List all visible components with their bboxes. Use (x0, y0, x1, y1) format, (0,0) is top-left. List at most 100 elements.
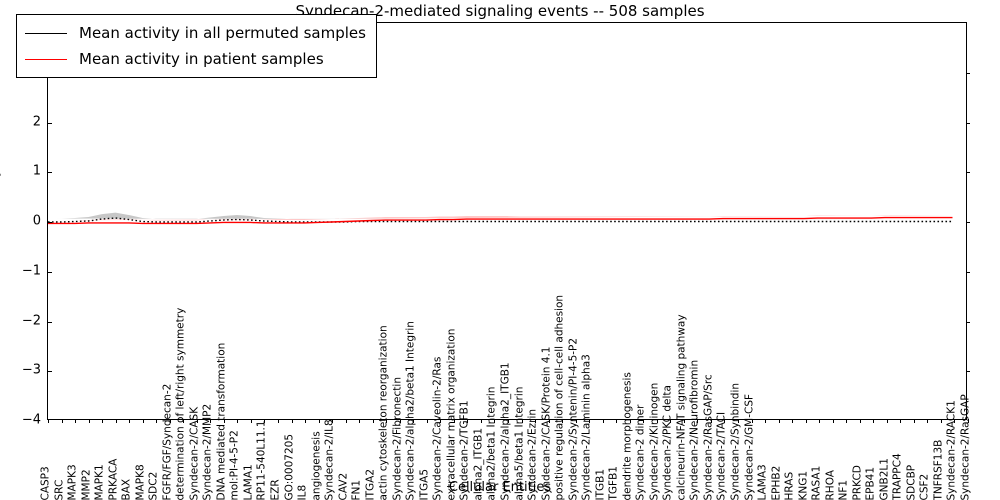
y-tick-label: 2 (32, 114, 41, 129)
x-tick-mark (710, 419, 712, 423)
x-tick-label: EPB41 (864, 466, 877, 500)
x-tick-mark (846, 419, 848, 423)
x-tick-mark (210, 419, 212, 423)
x-tick-label: EZR (269, 478, 282, 500)
legend-item-patient: Mean activity in patient samples (25, 46, 366, 72)
x-tick-mark (656, 419, 658, 423)
x-tick-mark (575, 419, 577, 423)
x-tick-mark (453, 419, 455, 423)
legend: Mean activity in all permuted samples Me… (16, 14, 377, 78)
x-tick-label: LAMA1 (242, 463, 255, 500)
x-tick-mark (535, 419, 537, 423)
x-tick-label: TGFB1 (607, 465, 620, 500)
x-tick-mark (927, 419, 929, 423)
x-tick-mark (683, 419, 685, 423)
x-tick-label: RASA1 (810, 465, 823, 500)
x-tick-mark (562, 419, 564, 423)
x-tick-label: actin cytoskeleton reorganization (377, 324, 390, 500)
x-tick-label: ITGA2 (364, 468, 377, 500)
x-tick-mark (724, 419, 726, 423)
x-tick-label: Syndecan-2/RasGAP/Src (702, 373, 715, 500)
x-tick-mark (278, 419, 279, 423)
y-tick-label: 1 (32, 163, 41, 179)
x-tick-label: FN1 (350, 479, 363, 500)
x-tick-label: MAPK1 (93, 463, 106, 500)
y-tick-label: −4 (21, 412, 41, 428)
x-tick-label: PRKACA (107, 458, 120, 500)
x-tick-label: alpha5/beta1 Integrin (513, 386, 526, 500)
series-confidence-band (48, 212, 953, 220)
x-tick-mark (873, 419, 875, 423)
x-tick-label: dendrite morphogenesis (621, 371, 634, 500)
x-tick-mark (48, 419, 49, 423)
x-tick-mark (305, 419, 307, 423)
series-line (48, 216, 953, 225)
x-tick-label: alpha2/beta1 Integrin (485, 386, 498, 500)
x-tick-label: Syndecan-2/Kininogen (648, 382, 661, 500)
x-tick-mark (88, 419, 90, 423)
x-tick-mark (440, 419, 442, 423)
x-tick-label: MAPK8 (134, 463, 147, 500)
x-tick-mark (480, 419, 482, 423)
y-tick-mark (48, 222, 52, 223)
x-tick-label: mol:PI-4-5-P2 (228, 429, 241, 500)
x-tick-label: SDC2 (147, 471, 160, 500)
x-tick-mark (886, 419, 888, 423)
x-tick-label: Syndecan-2/Caveolin-2/Ras (431, 356, 444, 500)
x-tick-label: KNG1 (797, 470, 810, 500)
x-tick-label: ITGB1 (594, 468, 607, 500)
x-tick-mark (697, 419, 699, 423)
x-tick-label: DNA mediated transformation (215, 342, 228, 500)
x-tick-mark (670, 419, 672, 423)
x-tick-label: GNB2L1 (878, 457, 891, 500)
x-tick-label: Syndecan-2/IL8 (323, 418, 336, 500)
y-tick-mark (966, 222, 970, 223)
x-tick-mark (372, 419, 374, 423)
x-tick-label: NF1 (837, 479, 850, 500)
x-tick-label: FGFR/FGF/Syndecan-2 (161, 383, 174, 500)
x-tick-label: Syndecan-2/Ezrin (526, 408, 539, 500)
y-tick-mark (48, 172, 52, 174)
y-tick-label: −3 (21, 362, 41, 378)
x-tick-label: extracellular matrix organization (445, 328, 458, 500)
x-tick-mark (156, 419, 158, 423)
x-tick-mark (169, 419, 171, 423)
x-tick-mark (616, 419, 618, 423)
x-tick-mark (345, 419, 347, 423)
x-tick-mark (75, 419, 77, 423)
x-tick-label: SRC (53, 479, 66, 500)
x-tick-label: MMP2 (80, 468, 93, 500)
legend-swatch-patient (25, 58, 67, 60)
y-tick-mark (48, 271, 52, 273)
x-tick-mark (900, 419, 902, 423)
x-tick-label: Syndecan-2/Fibronectin (391, 376, 404, 500)
x-tick-mark (102, 419, 104, 423)
x-tick-label: Syndecan-2/GM-CSF (743, 393, 756, 500)
x-tick-label: HRAS (783, 471, 796, 500)
x-tick-mark (629, 419, 631, 423)
x-tick-label: MAPK3 (66, 463, 79, 500)
y-tick-label: 0 (32, 213, 41, 229)
x-tick-mark (386, 419, 388, 423)
x-tick-mark (738, 419, 739, 423)
x-tick-mark (602, 419, 604, 423)
x-tick-mark (129, 419, 131, 423)
y-tick-mark (966, 122, 970, 124)
x-tick-mark (115, 419, 117, 423)
x-tick-label: TRAPPC4 (891, 452, 904, 500)
y-tick-mark (966, 271, 970, 273)
x-axis-label: Cellular Entities (448, 480, 552, 495)
legend-label-patient: Mean activity in patient samples (79, 50, 324, 68)
x-tick-label: Syndecan-2/Neurofibromin (688, 359, 701, 500)
x-tick-label: SDCBP (905, 464, 918, 500)
x-tick-mark (805, 419, 807, 423)
x-tick-label: Syndecan-2/MMP2 (201, 403, 214, 500)
x-tick-mark (940, 419, 942, 423)
x-tick-mark (778, 419, 780, 423)
x-tick-mark (426, 419, 428, 423)
x-tick-mark (968, 419, 969, 423)
x-tick-mark (183, 419, 185, 423)
x-tick-label: RHOA (824, 469, 837, 500)
x-tick-mark (223, 419, 225, 423)
x-tick-mark (494, 419, 496, 423)
